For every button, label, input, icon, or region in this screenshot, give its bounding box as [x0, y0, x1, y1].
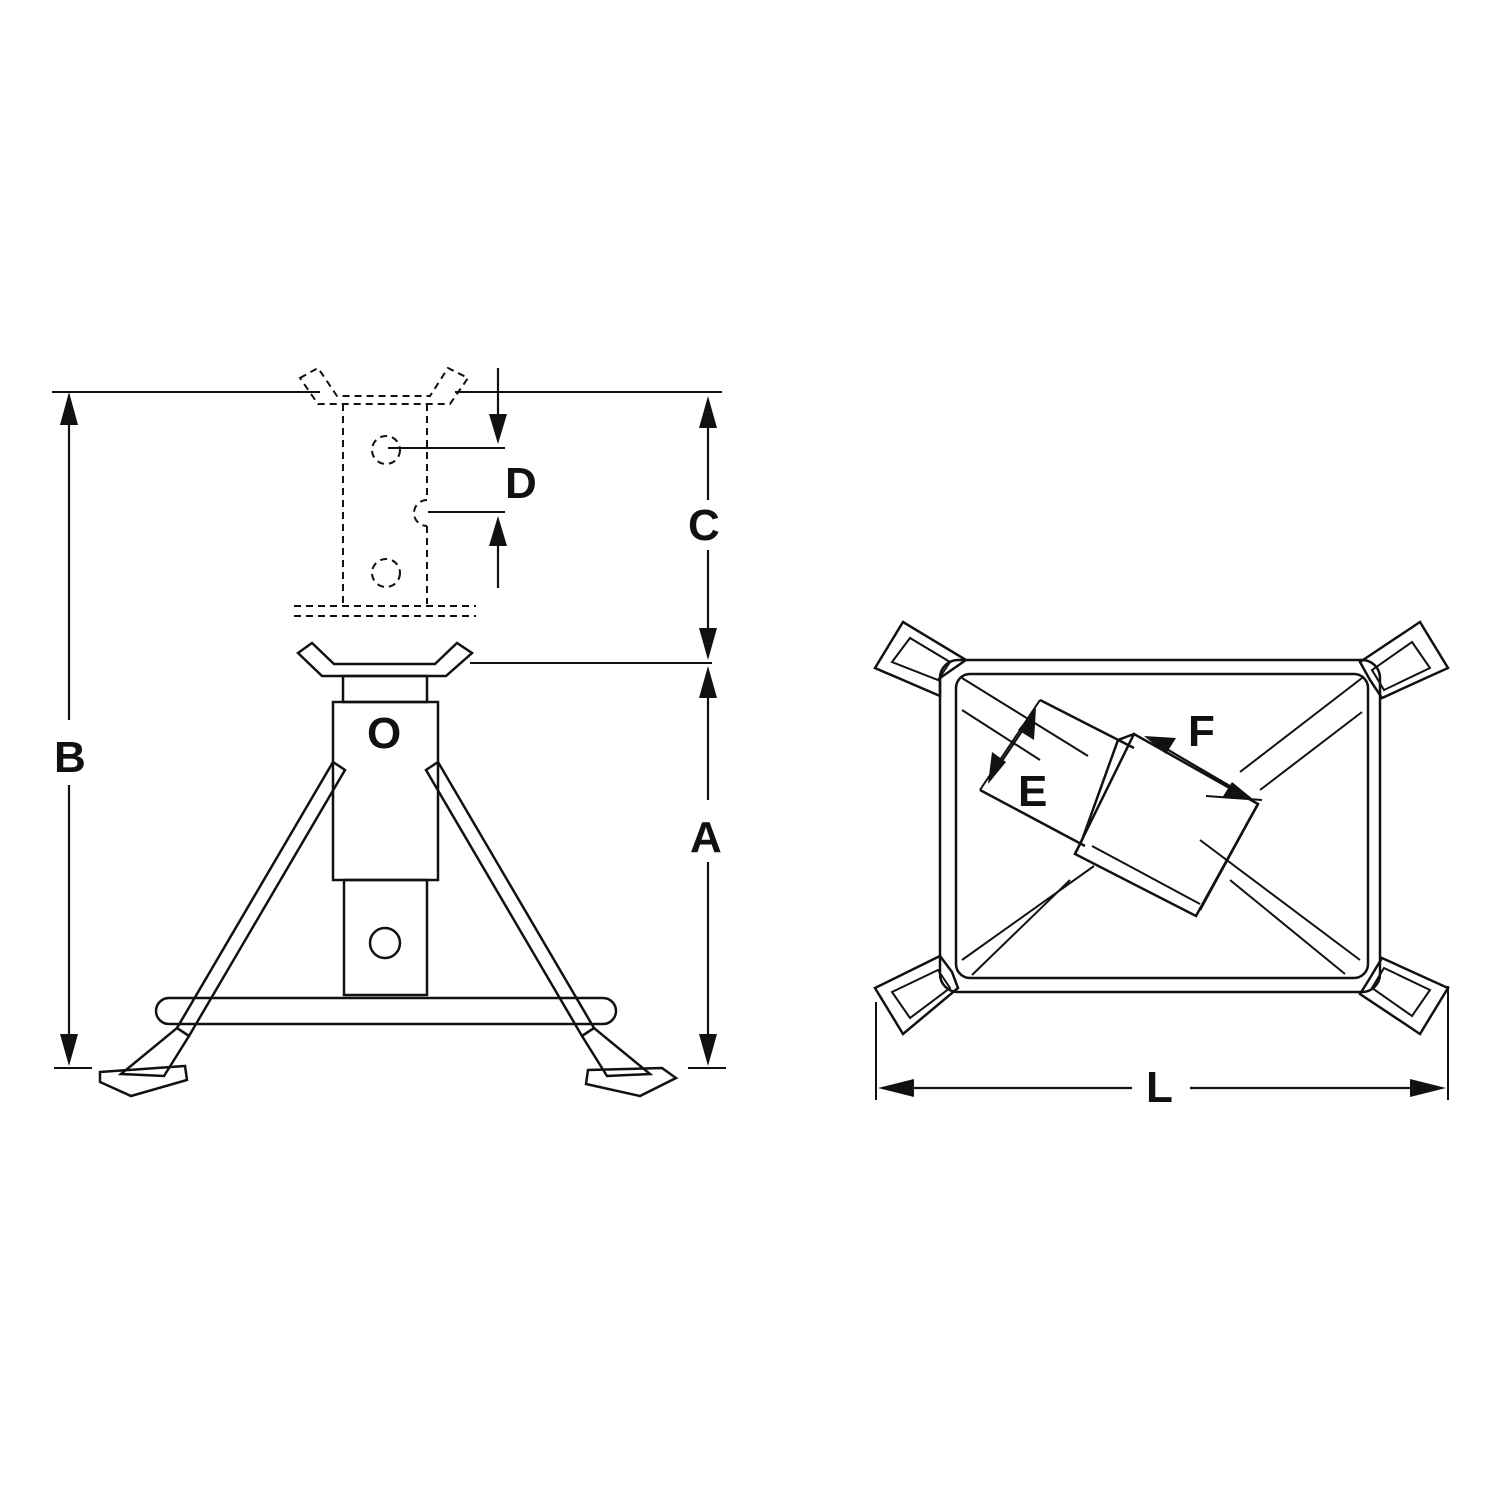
dimension-f — [1144, 736, 1263, 801]
dimension-l — [875, 986, 1449, 1100]
corner-foot-top-right — [1358, 620, 1450, 700]
top-view — [873, 620, 1450, 1036]
label-f: F — [1188, 707, 1215, 756]
right-leg — [424, 760, 654, 1078]
frame-inner — [954, 672, 1370, 980]
dimension-d — [388, 368, 507, 588]
diagonal-leg-b — [961, 677, 1363, 976]
corner-foot-bottom-left — [873, 954, 960, 1036]
side-view — [98, 366, 679, 1098]
dimension-b — [52, 391, 320, 1069]
label-c: C — [688, 501, 720, 550]
label-d: D — [505, 459, 537, 508]
dimension-e — [988, 708, 1036, 784]
corner-foot-top-left — [873, 620, 969, 698]
column-neck — [341, 674, 429, 704]
leg-brace-ring — [154, 996, 618, 1026]
left-leg — [117, 760, 347, 1078]
label-b: B — [54, 733, 86, 782]
dimension-a — [688, 666, 726, 1069]
label-o: O — [367, 709, 401, 758]
right-foot-pad — [584, 1066, 679, 1098]
label-l: L — [1146, 1063, 1173, 1112]
label-e: E — [1018, 767, 1047, 816]
saddle-block — [1073, 732, 1260, 918]
base-tube — [342, 878, 429, 997]
diagonal-leg-a — [961, 677, 1361, 975]
extended-column-ghost — [294, 366, 476, 617]
e-width-band — [979, 698, 1135, 848]
label-a: A — [690, 813, 722, 862]
dimension-c — [455, 391, 722, 664]
frame-outer — [938, 658, 1382, 994]
saddle-head — [296, 641, 475, 678]
pin-hole — [368, 926, 402, 960]
left-foot-pad — [98, 1064, 189, 1098]
corner-foot-bottom-right — [1358, 956, 1450, 1036]
